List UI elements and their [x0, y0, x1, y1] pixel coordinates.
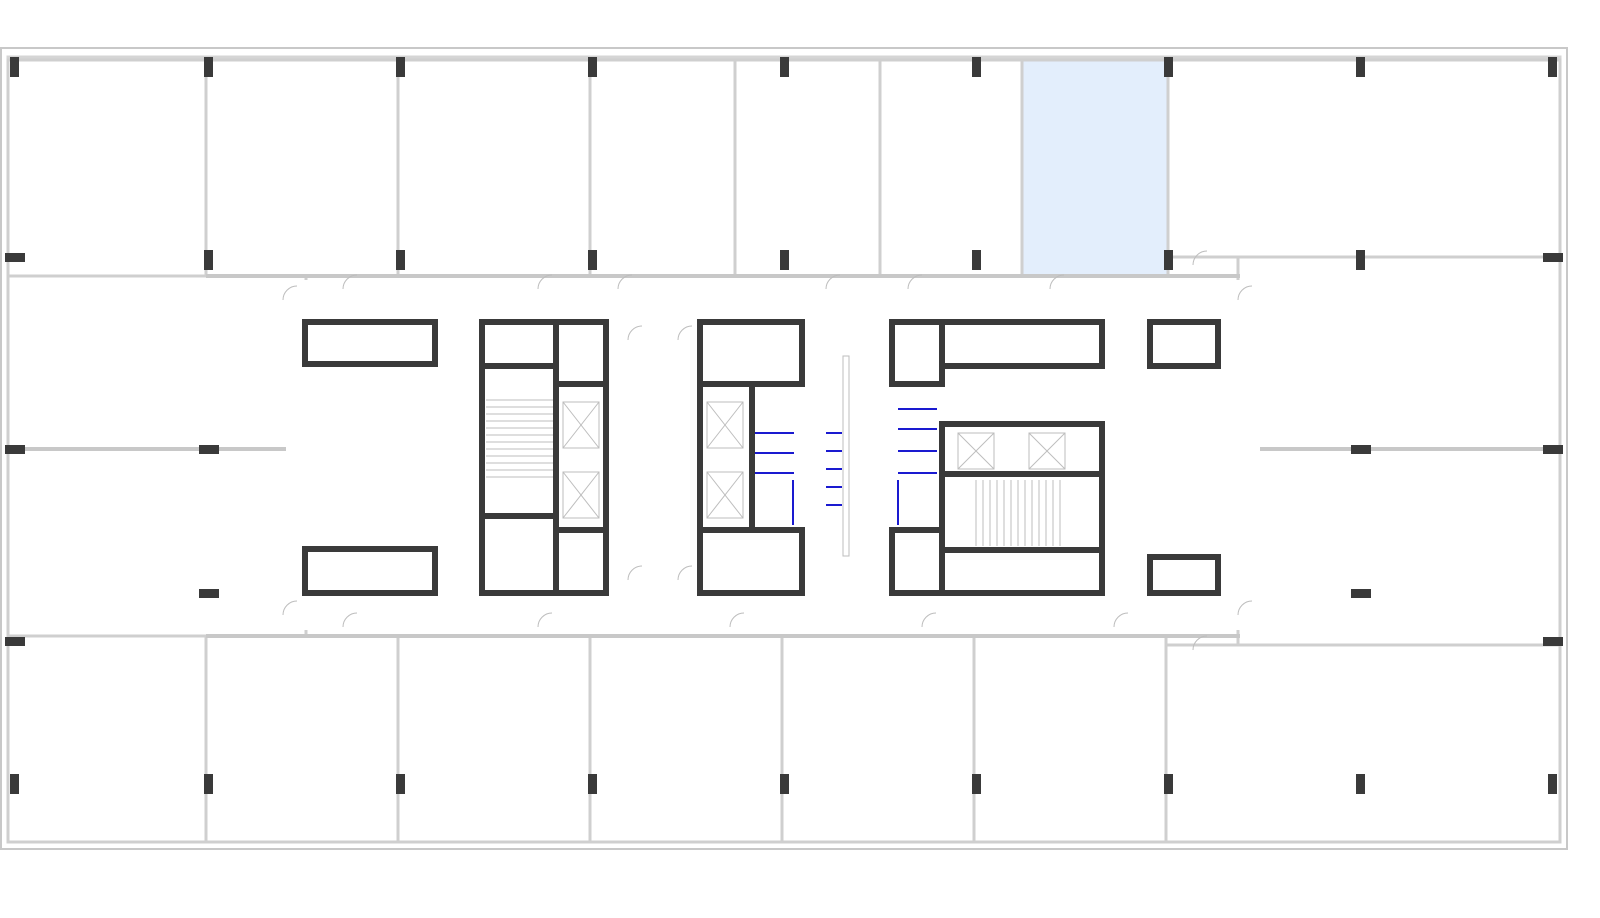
elevator-icon — [957, 432, 995, 470]
door-swing-icon[interactable] — [617, 274, 633, 290]
column — [204, 57, 213, 77]
column — [780, 57, 789, 77]
column — [10, 57, 19, 77]
top-room-5[interactable] — [733, 58, 882, 278]
column — [5, 637, 25, 646]
door-swing-icon[interactable] — [342, 612, 358, 628]
column — [396, 250, 405, 270]
building-outline — [0, 47, 1568, 850]
door-swing-icon[interactable] — [921, 612, 937, 628]
elevator-icon — [562, 471, 600, 519]
door-swing-icon[interactable] — [1113, 612, 1129, 628]
column — [780, 774, 789, 794]
door-swing-icon[interactable] — [1192, 250, 1208, 266]
column — [5, 445, 25, 454]
corridor[interactable] — [286, 280, 1260, 630]
door-swing-icon[interactable] — [825, 274, 841, 290]
column — [204, 250, 213, 270]
door-swing-icon[interactable] — [282, 600, 298, 616]
bottom-room-6[interactable] — [972, 634, 1168, 844]
column — [1543, 637, 1563, 646]
door-swing-icon[interactable] — [1049, 274, 1065, 290]
west-room-lower[interactable] — [6, 447, 308, 638]
top-room-7[interactable] — [1020, 58, 1170, 278]
door-swing-icon[interactable] — [627, 565, 643, 581]
elevator-icon — [706, 471, 744, 519]
bottom-room-2[interactable] — [204, 634, 400, 844]
bottom-room-3[interactable] — [396, 634, 592, 844]
door-swing-icon[interactable] — [907, 274, 923, 290]
column — [1548, 774, 1557, 794]
column — [1164, 57, 1173, 77]
elevator-icon — [706, 401, 744, 449]
elevator-icon — [1028, 432, 1066, 470]
column — [588, 774, 597, 794]
column — [1356, 57, 1365, 77]
top-room-4[interactable] — [588, 58, 737, 278]
west-room-upper[interactable] — [6, 274, 308, 451]
door-swing-icon[interactable] — [729, 612, 745, 628]
column — [1164, 774, 1173, 794]
bottom-room-7[interactable] — [1164, 643, 1562, 844]
door-swing-icon[interactable] — [537, 274, 553, 290]
column — [204, 774, 213, 794]
column — [1164, 250, 1173, 270]
core-wall-1 — [302, 319, 438, 367]
core-wall-8 — [553, 527, 609, 596]
column — [1543, 253, 1563, 262]
column — [1543, 445, 1563, 454]
elevator-icon — [706, 401, 744, 449]
washbasin-counter — [842, 355, 850, 557]
elevator-icon — [957, 432, 995, 470]
column — [5, 253, 25, 262]
column — [1351, 589, 1371, 598]
door-swing-icon[interactable] — [677, 325, 693, 341]
core-wall-18 — [1147, 319, 1221, 369]
core-wall-17 — [939, 547, 1105, 596]
top-room-1[interactable] — [6, 58, 208, 278]
door-swing-icon[interactable] — [537, 612, 553, 628]
bottom-room-1[interactable] — [6, 634, 208, 844]
top-room-3[interactable] — [396, 58, 592, 278]
column — [1356, 250, 1365, 270]
core-wall-19 — [1147, 554, 1221, 596]
elevator-icon — [562, 401, 600, 449]
core-wall-14 — [939, 319, 1105, 369]
column — [780, 250, 789, 270]
door-swing-icon[interactable] — [1237, 600, 1253, 616]
column — [972, 774, 981, 794]
column — [588, 250, 597, 270]
column — [972, 250, 981, 270]
door-swing-icon[interactable] — [282, 285, 298, 301]
column — [1548, 57, 1557, 77]
core-wall-11 — [697, 527, 805, 596]
column — [1356, 774, 1365, 794]
door-swing-icon[interactable] — [677, 565, 693, 581]
column — [1351, 445, 1371, 454]
bottom-room-5[interactable] — [780, 634, 976, 844]
door-swing-icon[interactable] — [1192, 635, 1208, 651]
elevator-icon — [562, 471, 600, 519]
column — [972, 57, 981, 77]
top-room-8[interactable] — [1166, 58, 1562, 259]
elevator-icon — [706, 471, 744, 519]
core-wall-2 — [302, 546, 438, 596]
column — [396, 57, 405, 77]
elevator-icon — [562, 401, 600, 449]
column — [396, 774, 405, 794]
top-room-2[interactable] — [204, 58, 400, 278]
door-swing-icon[interactable] — [627, 325, 643, 341]
door-swing-icon[interactable] — [1237, 285, 1253, 301]
elevator-icon — [1028, 432, 1066, 470]
column — [199, 445, 219, 454]
bottom-room-4[interactable] — [588, 634, 784, 844]
column — [199, 589, 219, 598]
door-swing-icon[interactable] — [342, 274, 358, 290]
top-room-6[interactable] — [878, 58, 1024, 278]
east-room-upper[interactable] — [1236, 255, 1562, 451]
column — [10, 774, 19, 794]
column — [588, 57, 597, 77]
east-room-lower[interactable] — [1236, 447, 1562, 647]
